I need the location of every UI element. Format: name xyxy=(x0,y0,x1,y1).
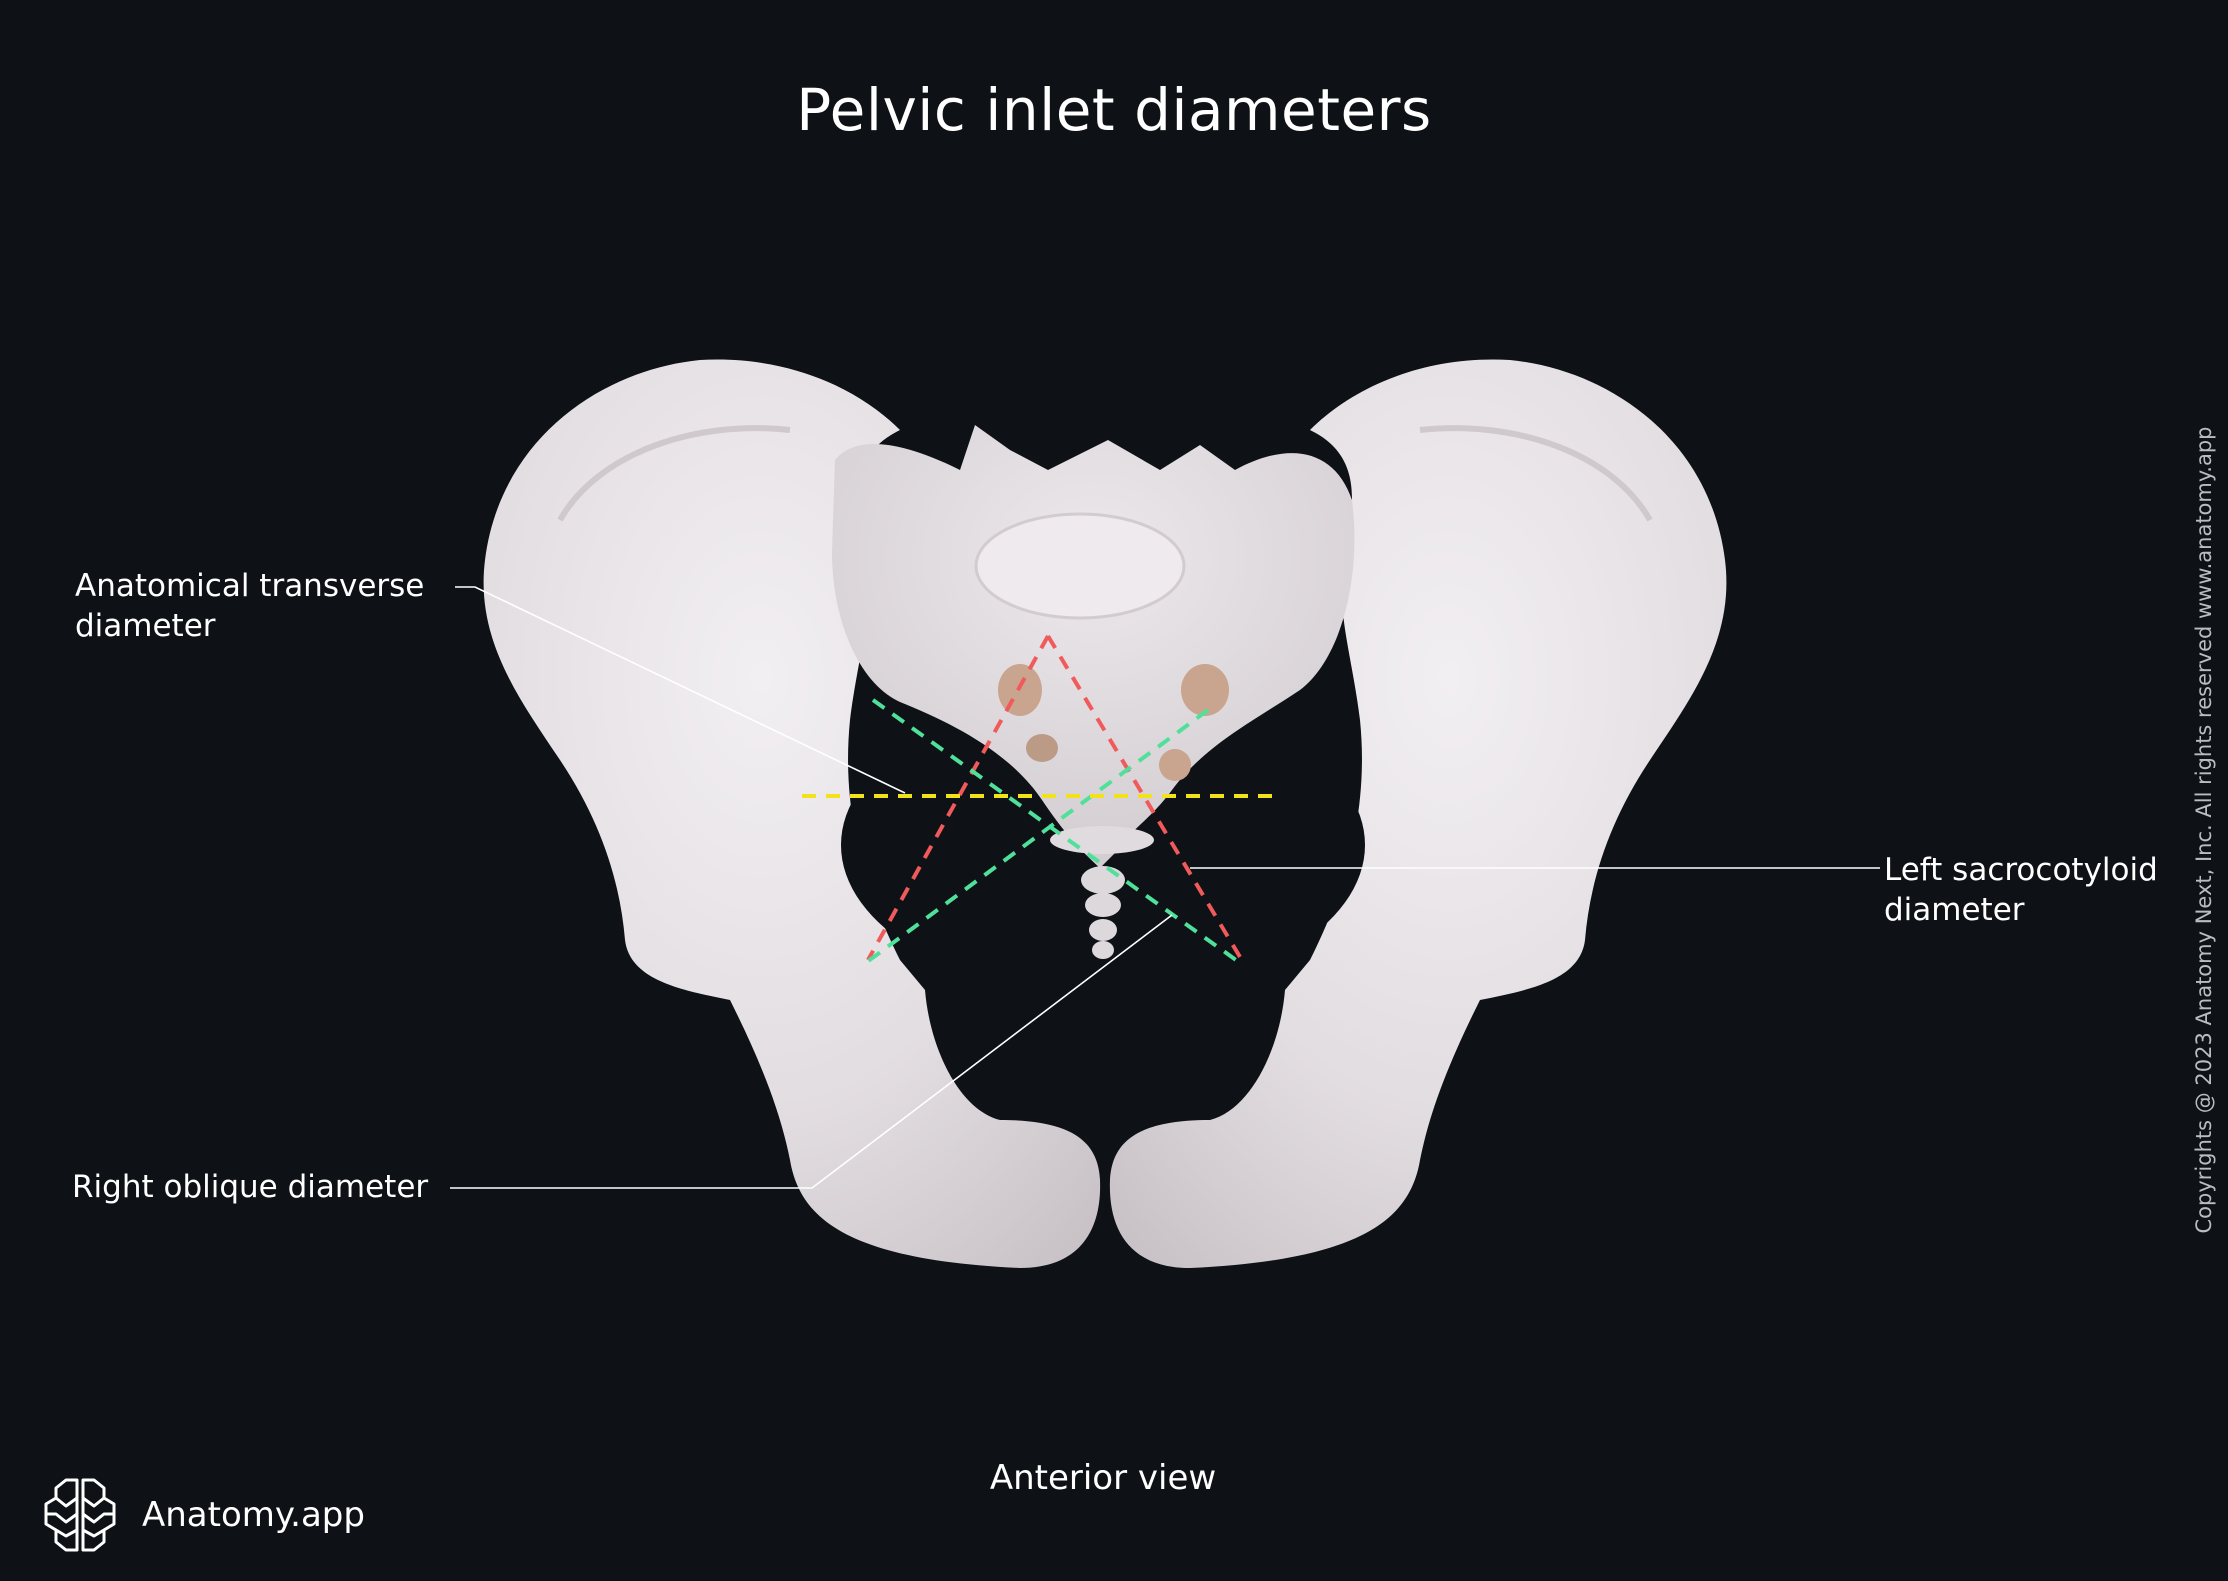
conjugate-line-left xyxy=(866,635,1050,961)
sacrum xyxy=(832,425,1355,959)
transverse-leader xyxy=(455,586,906,794)
label-left-sacrocotyloid-diameter: Left sacrocotyloid diameter xyxy=(1884,850,2158,930)
leader-lines xyxy=(450,586,1880,1189)
label-line: Left sacrocotyloid xyxy=(1884,852,2158,888)
label-anatomical-transverse-diameter: Anatomical transverse diameter xyxy=(75,566,424,646)
diameter-lines xyxy=(802,634,1277,967)
brain-icon xyxy=(44,1478,116,1552)
page-title: Pelvic inlet diameters xyxy=(796,76,1432,144)
label-line: Anatomical transverse xyxy=(75,568,425,604)
logo-text: Anatomy.app xyxy=(142,1495,365,1535)
conjugate-line-right xyxy=(1046,634,1245,964)
logo: Anatomy.app xyxy=(40,1476,365,1554)
label-right-oblique-diameter: Right oblique diameter xyxy=(72,1169,429,1205)
label-line: diameter xyxy=(75,608,216,644)
right-oblique-diameter-line xyxy=(871,698,1245,967)
view-caption: Anterior view xyxy=(989,1458,1217,1498)
right-hip-bone xyxy=(1109,359,1727,1268)
left-hip-bone xyxy=(483,359,1101,1268)
copyright-notice: Copyrights @ 2023 Anatomy Next, Inc. All… xyxy=(2192,426,2216,1234)
label-line: diameter xyxy=(1884,892,2025,928)
right-oblique-leader xyxy=(450,914,1173,1189)
